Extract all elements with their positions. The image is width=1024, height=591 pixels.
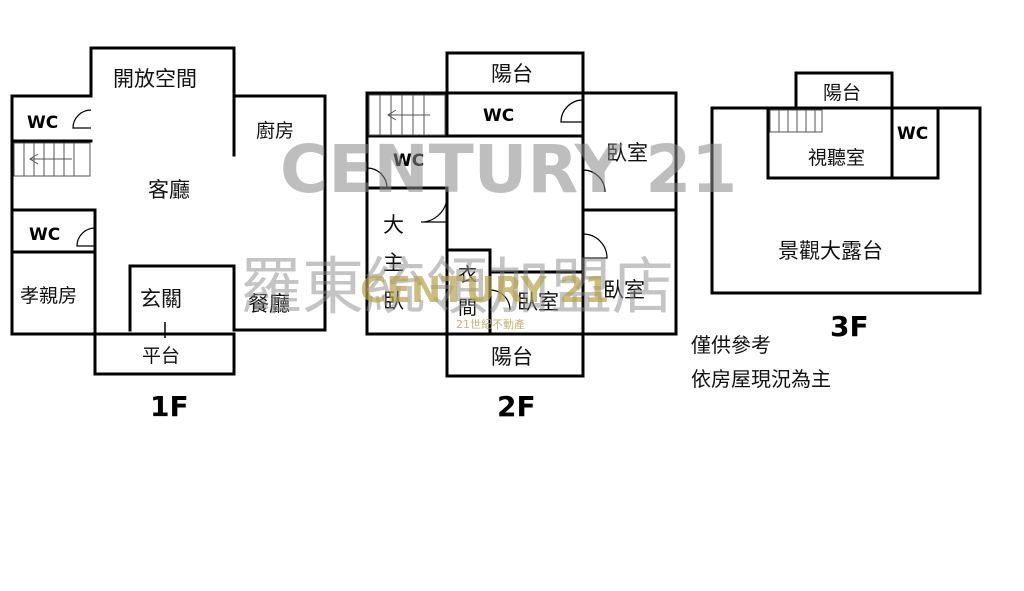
room-balcony-top-2f: 陽台: [491, 62, 533, 86]
watermark-brand: CENTURY 21: [280, 131, 737, 208]
floor-plan-1f: 開放空間 WC 廚房 客廳 WC 孝親房 玄關 餐廳 平台 1F: [10, 46, 327, 423]
stairs-3f: [769, 109, 823, 133]
watermark-logo-brand: CENTURY 21: [360, 270, 609, 311]
room-master-2: 主: [383, 251, 404, 275]
room-bedroom-right-2f: 臥室: [606, 141, 648, 165]
room-bedroom-center-2f: 臥室: [517, 290, 559, 314]
note-line-1: 僅供參考: [691, 333, 771, 357]
room-wc-left-2f: WC: [393, 151, 424, 171]
room-platform: 平台: [142, 345, 180, 367]
room-living: 客廳: [148, 178, 190, 202]
room-master-1: 大: [383, 213, 404, 237]
room-closet-2: 間: [458, 297, 477, 319]
room-wc-top: WC: [27, 113, 58, 133]
room-open-space: 開放空間: [113, 67, 197, 91]
floor-label-2f: 2F: [497, 390, 536, 423]
room-bedroom-right2-2f: 臥室: [603, 278, 645, 302]
room-elder: 孝親房: [20, 285, 77, 307]
room-kitchen: 廚房: [256, 119, 294, 142]
room-balcony-bottom-2f: 陽台: [491, 345, 533, 369]
room-av-3f: 視聽室: [808, 147, 865, 169]
floor-label-3f: 3F: [830, 310, 869, 343]
note-line-2: 依房屋現況為主: [691, 367, 831, 391]
room-terrace-3f: 景觀大露台: [778, 239, 883, 263]
room-wc-bottom: WC: [29, 225, 60, 245]
stairs-2f: [368, 94, 446, 136]
room-master-3: 臥: [383, 289, 404, 313]
floor-plan-3f: 陽台 WC 視聽室 景觀大露台 3F: [710, 71, 982, 343]
watermark: CENTURY 21 羅東統領加盟店 CENTURY 21 21世紀不動產: [240, 131, 737, 331]
stairs-1f: [13, 142, 91, 177]
floor-plan-2f: 陽台 WC 臥室 WC 大 主 臥 衣 間 臥室 臥室 陽台 2F: [365, 51, 678, 423]
room-closet-1: 衣: [458, 264, 477, 286]
room-wc-center-2f: WC: [483, 106, 514, 126]
room-balcony-3f: 陽台: [823, 82, 861, 104]
watermark-store: 羅東統領加盟店: [240, 250, 674, 323]
watermark-logo-sub: 21世紀不動產: [456, 317, 525, 331]
room-dining: 餐廳: [248, 292, 290, 316]
floor-label-1f: 1F: [150, 390, 189, 423]
room-wc-3f: WC: [897, 124, 928, 144]
room-foyer: 玄關: [140, 287, 182, 311]
